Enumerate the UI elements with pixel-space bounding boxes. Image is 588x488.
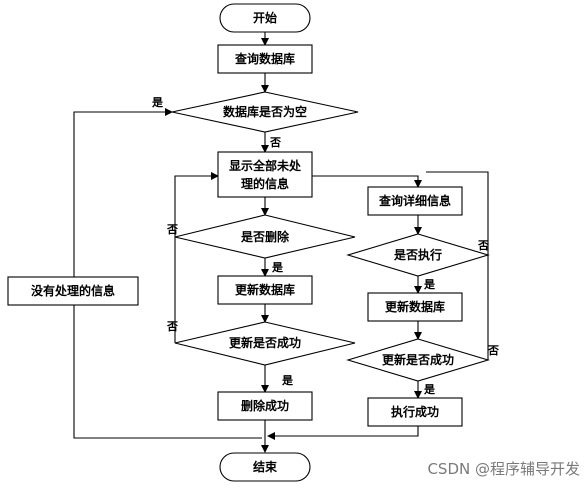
db-empty-label: 数据库是否为空 bbox=[223, 104, 307, 119]
edge-executed-to-end bbox=[267, 426, 419, 440]
update-db-left-label: 更新数据库 bbox=[235, 282, 295, 297]
watermark: CSDN @程序辅导开发 bbox=[427, 460, 580, 478]
connectors bbox=[73, 32, 489, 453]
label-no-update-left: 否 bbox=[166, 320, 178, 333]
node-update-db-left: 更新数据库 bbox=[217, 275, 313, 305]
show-unhandled-line2: 理的信息 bbox=[241, 176, 289, 191]
node-start: 开始 bbox=[219, 3, 311, 33]
node-update-ok-right-decision: 更新是否成功 bbox=[346, 338, 490, 382]
query-detail-label: 查询详细信息 bbox=[378, 193, 451, 208]
node-db-empty-decision: 数据库是否为空 bbox=[171, 91, 359, 133]
update-db-right-label: 更新数据库 bbox=[385, 299, 445, 314]
start-label: 开始 bbox=[253, 10, 277, 25]
update-ok-left-label: 更新是否成功 bbox=[229, 335, 301, 350]
node-delete-ok: 删除成功 bbox=[217, 391, 313, 421]
edge-delete-no-back-to-show bbox=[174, 172, 219, 237]
label-no-db-empty: 否 bbox=[269, 136, 281, 149]
label-no-execute: 否 bbox=[477, 239, 489, 252]
label-no-update-right: 否 bbox=[487, 344, 499, 357]
label-yes-execute: 是 bbox=[423, 278, 436, 291]
edge-show-to-query-detail bbox=[312, 175, 422, 188]
node-delete-decision: 是否删除 bbox=[174, 214, 356, 259]
query-db-label: 查询数据库 bbox=[234, 51, 295, 66]
no-unhandled-label: 没有处理的信息 bbox=[31, 283, 115, 298]
label-no-delete: 否 bbox=[166, 223, 178, 236]
update-ok-right-label: 更新是否成功 bbox=[382, 352, 454, 367]
end-label: 结束 bbox=[253, 459, 278, 474]
node-query-db: 查询数据库 bbox=[217, 44, 313, 74]
edge-loop-to-empty-check bbox=[73, 108, 173, 277]
edge-right-side-back-loop bbox=[426, 171, 489, 360]
label-yes-update-left: 是 bbox=[281, 374, 294, 387]
node-no-unhandled: 没有处理的信息 bbox=[7, 276, 139, 306]
node-execute-decision: 是否执行 bbox=[346, 233, 490, 277]
show-unhandled-line1: 显示全部未处 bbox=[229, 158, 302, 173]
label-yes-delete: 是 bbox=[271, 261, 284, 274]
node-show-unhandled: 显示全部未处 理的信息 bbox=[217, 151, 313, 198]
label-yes-update-right: 是 bbox=[423, 383, 436, 396]
label-yes-db-empty: 是 bbox=[151, 96, 164, 109]
edge-no-info-to-end bbox=[73, 305, 262, 439]
node-query-detail: 查询详细信息 bbox=[367, 186, 463, 216]
edge-labels: 是 否 否 是 否 是 否 是 否 是 bbox=[151, 96, 499, 396]
node-update-db-right: 更新数据库 bbox=[367, 292, 463, 322]
execute-q-label: 是否执行 bbox=[393, 247, 442, 262]
delete-q-label: 是否删除 bbox=[240, 229, 290, 244]
node-execute-ok: 执行成功 bbox=[367, 397, 463, 427]
execute-ok-label: 执行成功 bbox=[391, 404, 439, 419]
delete-ok-label: 删除成功 bbox=[241, 398, 289, 413]
node-update-ok-left-decision: 更新是否成功 bbox=[174, 321, 356, 366]
node-end: 结束 bbox=[219, 452, 311, 482]
